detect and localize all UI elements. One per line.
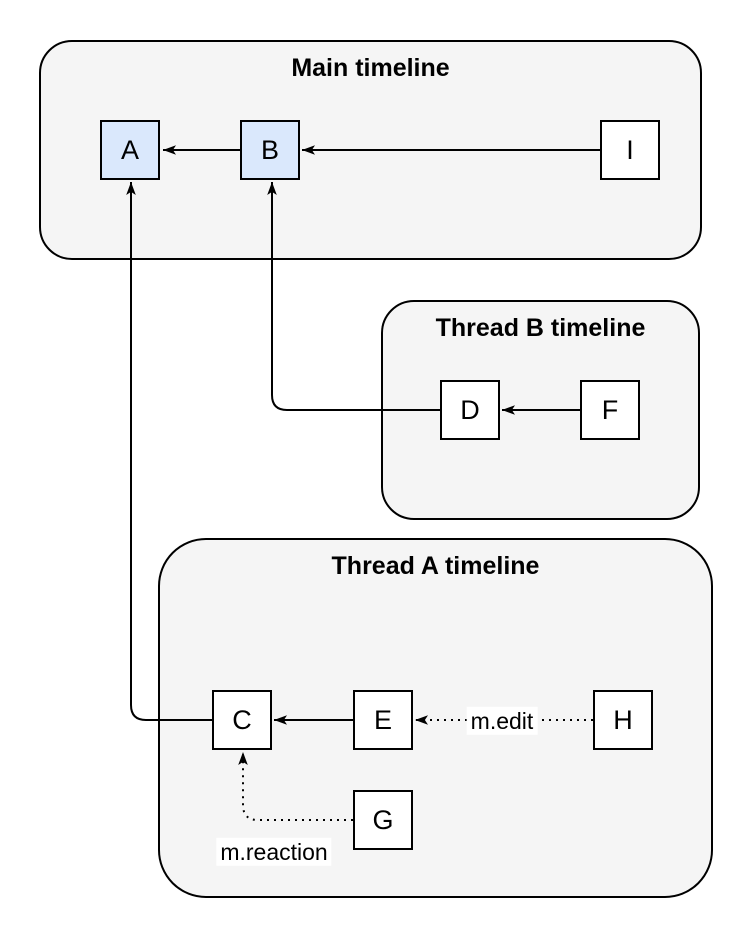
node-e: E xyxy=(353,690,413,750)
node-b: B xyxy=(240,120,300,180)
node-a: A xyxy=(100,120,160,180)
container-title-main: Main timeline xyxy=(291,54,450,82)
node-i: I xyxy=(600,120,660,180)
node-d: D xyxy=(440,380,500,440)
container-title-thread-a: Thread A timeline xyxy=(331,552,540,580)
container-thread-b-timeline: Thread B timeline xyxy=(381,300,700,520)
node-g: G xyxy=(353,790,413,850)
node-f: F xyxy=(580,380,640,440)
node-c: C xyxy=(212,690,272,750)
edge-label-m-edit: m.edit xyxy=(466,706,538,736)
container-title-thread-b: Thread B timeline xyxy=(435,314,646,342)
node-h: H xyxy=(593,690,653,750)
edge-label-m-reaction: m.reaction xyxy=(216,837,332,867)
